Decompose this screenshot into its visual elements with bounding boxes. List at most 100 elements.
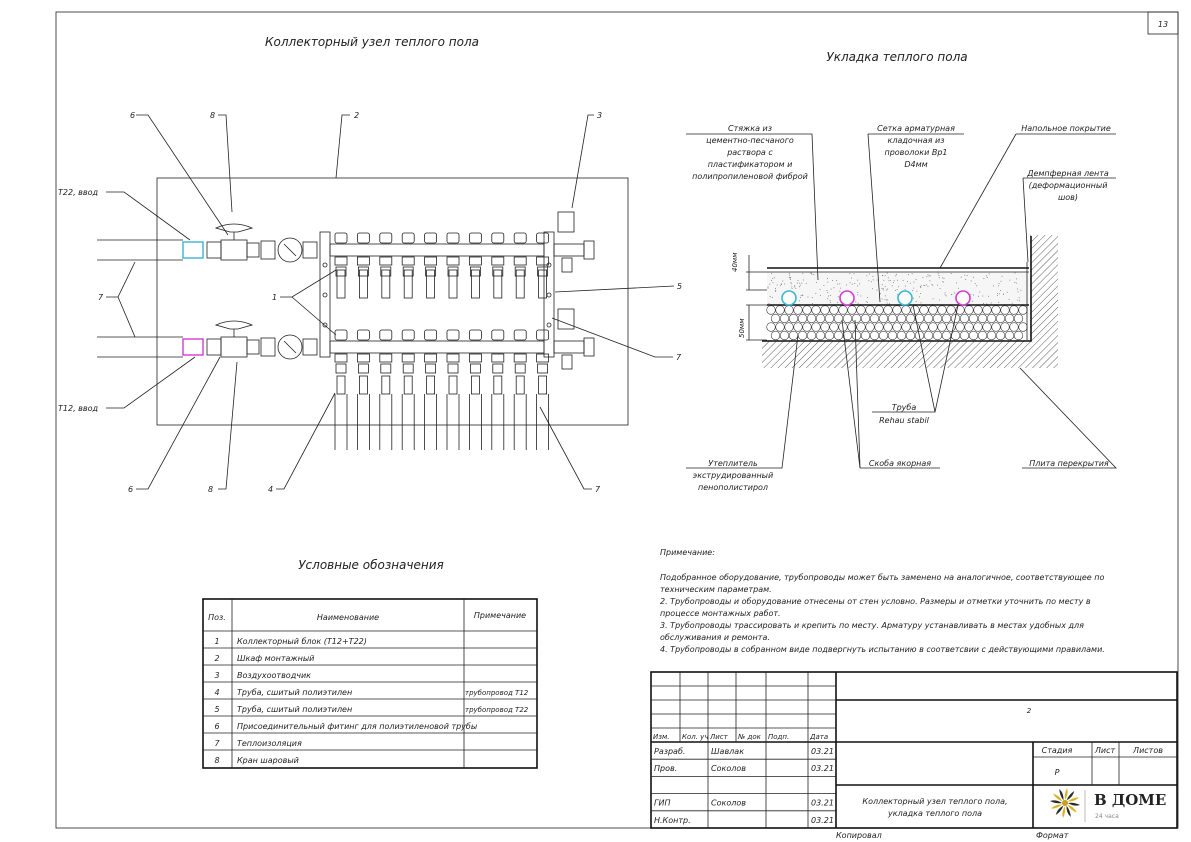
pipe-supply xyxy=(897,290,913,306)
dim-40mm: 40мм xyxy=(731,252,739,272)
manifold-title: Коллекторный узел теплого пола xyxy=(265,35,479,49)
section-leaders xyxy=(686,133,1117,469)
pressure-gauge xyxy=(277,237,303,263)
notes-heading: Примечание: xyxy=(660,548,715,557)
label-screed: Стяжка из xyxy=(728,124,772,133)
label-damper-tape-line: (деформационный xyxy=(1029,181,1108,190)
dim-50mm: 50мм xyxy=(738,318,746,338)
person-name: Соколов xyxy=(711,799,746,808)
ball-valve xyxy=(220,336,248,358)
stage-header: Стадия xyxy=(1042,746,1073,755)
legend-cell: 5 xyxy=(214,705,219,714)
legend-cell: Кран шаровый xyxy=(237,756,299,765)
label-anchor-clip: Скоба якорная xyxy=(869,459,931,468)
role-label: Разраб. xyxy=(654,747,685,756)
manifold-bar-supply xyxy=(329,243,545,257)
manifold-bar-return xyxy=(329,340,545,354)
callout-8: 8 xyxy=(210,111,215,120)
return-fitting xyxy=(182,338,204,356)
callout-leaders xyxy=(106,114,675,490)
label-pipe: Труба xyxy=(892,403,917,412)
callout-7-left: 7 xyxy=(98,293,104,302)
person-name: Шавлак xyxy=(711,747,744,756)
label-screed-line: раствора с xyxy=(726,148,773,157)
section-labels: Стяжка из цементно-песчаного раствора с … xyxy=(692,124,1111,492)
sheet-number: 13 xyxy=(1158,20,1168,29)
label-damper-tape: Демпферная лента xyxy=(1026,169,1109,178)
air-vent xyxy=(557,211,575,233)
callout-7-right: 7 xyxy=(676,353,682,362)
callout-6: 6 xyxy=(130,111,135,120)
format-label: Формат xyxy=(1036,831,1069,840)
legend-header-pos: Поз. xyxy=(208,613,226,622)
revision-header: Кол. уч xyxy=(682,733,708,741)
callout-7-bottom: 7 xyxy=(595,485,601,494)
note-line: техническим параметрам. xyxy=(660,585,772,594)
dimensions xyxy=(746,255,767,341)
drawing-title-line-2: укладка теплого пола xyxy=(887,809,982,818)
valve-handle xyxy=(214,320,254,330)
logo xyxy=(1050,788,1080,818)
valve-handle xyxy=(214,223,254,233)
floor-section-drawing: Укладка теплого пола 40мм 50мм xyxy=(686,50,1117,492)
legend-cell: Теплоизоляция xyxy=(237,739,302,748)
cabinet xyxy=(156,177,629,426)
sign-date: 03.21 xyxy=(811,747,834,756)
legend-cell: Труба, сшитый полиэтилен xyxy=(237,688,352,697)
note-line: 3. Трубопроводы трассировать и крепить п… xyxy=(660,621,1084,630)
legend-cell: Труба, сшитый полиэтилен xyxy=(237,705,352,714)
manifold-drawing: Коллекторный узел теплого пола 6 8 2 xyxy=(58,35,682,494)
role-label: Пров. xyxy=(654,764,677,773)
label-mesh-line: кладочная из xyxy=(888,136,945,145)
label-screed-line: полипропиленовой фиброй xyxy=(692,172,808,181)
revision-header: № док xyxy=(737,733,762,741)
manifold-block xyxy=(319,211,595,450)
callout-3: 3 xyxy=(597,111,602,120)
drawing-title-line-1: Коллекторный узел теплого пола, xyxy=(862,797,1007,806)
role-label: Н.Контр. xyxy=(654,816,691,825)
inlet-pipes xyxy=(97,239,204,358)
logo-subtitle: 24 часа xyxy=(1095,813,1119,820)
callout-4: 4 xyxy=(268,485,273,494)
legend-header-note: Примечание xyxy=(474,611,526,620)
legend-cell: 7 xyxy=(214,739,220,748)
callout-2: 2 xyxy=(354,111,359,120)
sheets-header: Листов xyxy=(1132,746,1163,755)
revision-header: Подп. xyxy=(768,733,789,741)
note-line: 2. Трубопроводы и оборудование отнесены … xyxy=(660,597,1091,606)
legend-cell: 2 xyxy=(214,654,219,663)
sign-date: 03.21 xyxy=(811,764,834,773)
ball-valve xyxy=(220,239,248,261)
drawing-code: 2 xyxy=(1027,707,1032,715)
sign-date: 03.21 xyxy=(811,816,834,825)
callout-t22-input: Т22, ввод xyxy=(58,188,98,197)
note-line: процессе монтажных работ. xyxy=(660,609,781,618)
legend-cell: Присоединительный фитинг для полиэтилено… xyxy=(237,722,477,731)
label-mesh-line: проволоки Вр1 xyxy=(884,148,947,157)
legend-cell: Шкаф монтажный xyxy=(237,654,314,663)
label-screed-line: пластификатором и xyxy=(708,160,793,169)
legend-cell: 3 xyxy=(214,671,219,680)
legend-cell: 6 xyxy=(214,722,219,731)
note-line: обслуживания и ремонта. xyxy=(660,633,770,642)
legend-cell: 8 xyxy=(214,756,219,765)
pipe-supply xyxy=(781,290,797,306)
label-screed-line: цементно-песчаного xyxy=(706,136,794,145)
notes: Примечание: Подобранное оборудование, тр… xyxy=(660,548,1105,654)
air-vent xyxy=(557,308,575,330)
legend-title: Условные обозначения xyxy=(298,558,444,572)
revision-header: Изм. xyxy=(653,733,669,741)
valves-and-gauges xyxy=(206,223,318,360)
legend-cell: 4 xyxy=(214,688,219,697)
label-mesh-line: D4мм xyxy=(904,160,927,169)
label-insulation-line: пенополистирол xyxy=(698,483,768,492)
callout-5: 5 xyxy=(677,282,682,291)
callout-t12-input: Т12, ввод xyxy=(58,404,98,413)
pressure-gauge xyxy=(277,334,303,360)
supply-fitting xyxy=(182,241,204,259)
person-name: Соколов xyxy=(711,764,746,773)
note-line: Подобранное оборудование, трубопроводы м… xyxy=(660,573,1104,582)
floor-section-title: Укладка теплого пола xyxy=(826,50,967,64)
sheet-frame xyxy=(55,11,1179,829)
